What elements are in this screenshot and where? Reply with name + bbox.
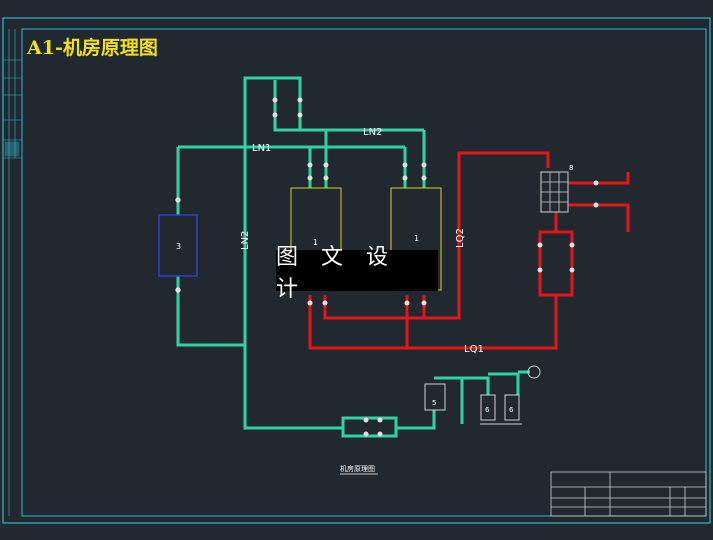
softener-a <box>480 394 496 421</box>
label-lq2: LQ2 <box>455 228 466 248</box>
tank-label: 5 <box>432 399 436 407</box>
drawing-title: A1-机房原理图 <box>26 36 158 59</box>
pump-label: 3 <box>176 242 181 251</box>
chiller-a-label: 1 <box>313 238 318 247</box>
watermark-box: 图 文 设 计 <box>276 245 438 302</box>
label-ln1: LN1 <box>252 143 271 154</box>
pump-box <box>158 214 198 277</box>
softener-b-label: 6 <box>509 406 514 414</box>
drawing-subtitle: 机房原理图 <box>340 464 375 473</box>
outer-frame <box>2 17 711 524</box>
margin-table <box>3 29 22 516</box>
watermark-text: 图 文 设 计 <box>276 244 396 302</box>
tower-label: 8 <box>569 164 573 172</box>
softener-b <box>504 394 520 421</box>
label-ln2-side: LN2 <box>240 231 251 250</box>
chiller-b-label: 1 <box>414 234 419 243</box>
label-lq1: LQ1 <box>464 344 484 355</box>
makeup-pump <box>527 365 541 379</box>
inner-frame <box>21 28 707 517</box>
tank <box>424 383 446 411</box>
softener-a-label: 6 <box>485 406 490 414</box>
title-block <box>550 471 707 517</box>
label-ln2-top: LN2 <box>363 127 382 138</box>
valves <box>175 97 599 437</box>
cooling-tower <box>540 171 569 213</box>
cooling-water-pipes <box>308 151 630 350</box>
